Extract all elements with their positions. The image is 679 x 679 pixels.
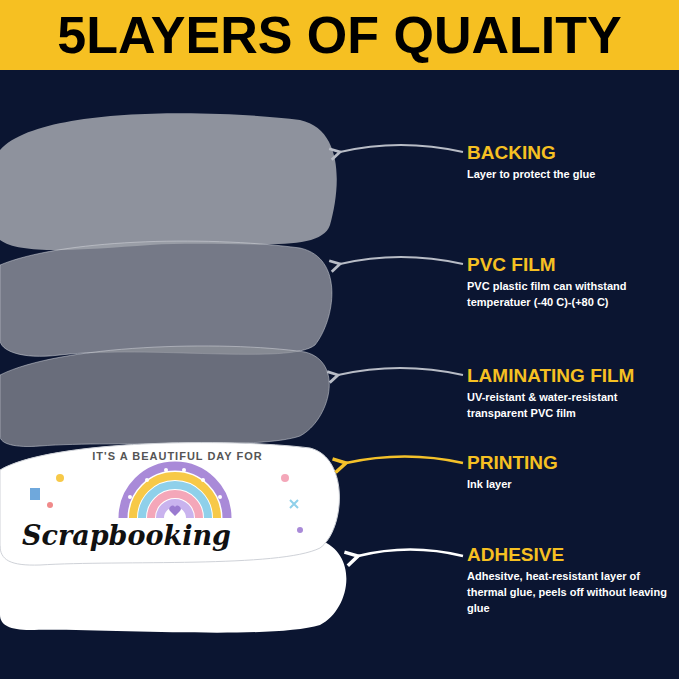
layer-description: PVC plastic film can withstand temperatu…	[467, 279, 672, 311]
laminating-layer	[0, 346, 329, 447]
backing-layer	[0, 113, 337, 250]
leader-arrow	[340, 145, 463, 152]
leader-arrow	[358, 550, 463, 557]
layer-description: Ink layer	[467, 477, 672, 493]
layer-name: PRINTING	[467, 453, 672, 474]
layer-name: PVC FILM	[467, 255, 672, 276]
layer-name: BACKING	[467, 143, 672, 164]
pvc-film-layer	[0, 241, 332, 356]
leader-arrow	[346, 457, 463, 464]
title-bar	[0, 0, 679, 70]
layer-description: UV-reistant & water-resistant transparen…	[467, 390, 672, 422]
printing-layer	[0, 443, 339, 566]
sticker-title: Scrapbooking	[22, 521, 322, 551]
rainbow	[123, 466, 227, 518]
title: 5LAYERS OF QUALITY	[0, 9, 679, 61]
sticker-text: IT'S A BEAUTIFUL DAY FOR	[40, 450, 315, 462]
layer-name: LAMINATING FILM	[467, 366, 672, 387]
leader-arrow	[338, 368, 463, 375]
layer-name: ADHESIVE	[467, 545, 672, 566]
leader-arrow	[340, 257, 463, 264]
layer-description: Adhesitve, heat-resistant layer of therm…	[467, 569, 672, 617]
layer-description: Layer to protect the glue	[467, 167, 672, 183]
